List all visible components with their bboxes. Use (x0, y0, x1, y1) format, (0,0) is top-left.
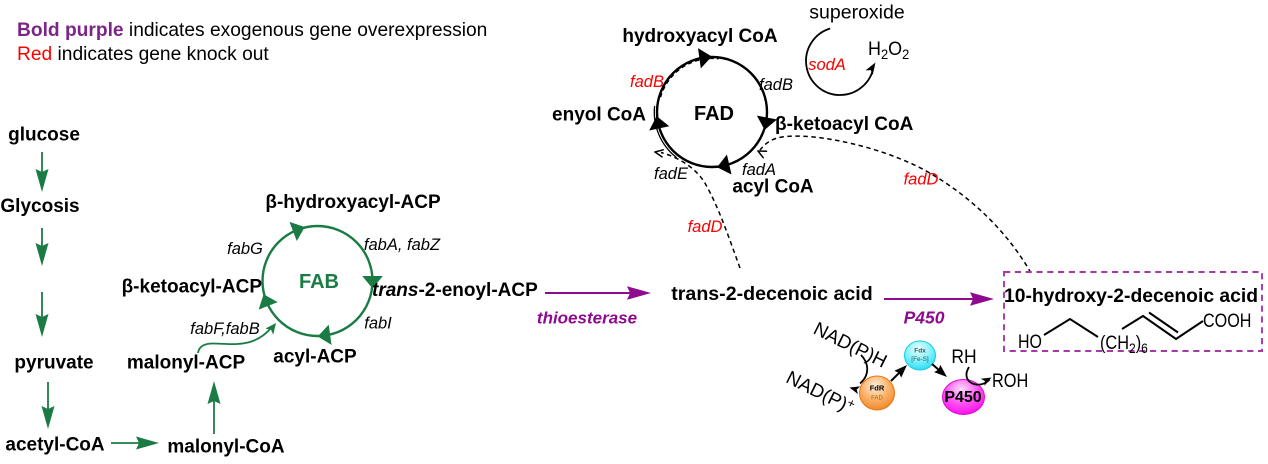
svg-text:fabI: fabI (364, 315, 392, 333)
svg-text:malonyl-ACP: malonyl-ACP (127, 353, 246, 374)
svg-text:fadD: fadD (904, 171, 939, 189)
svg-text:fadB: fadB (630, 73, 664, 91)
svg-text:fadA: fadA (742, 161, 776, 179)
svg-text:fabF,fabB: fabF,fabB (190, 320, 259, 338)
svg-text:FAB: FAB (299, 271, 339, 293)
svg-text:β-ketoacyl-ACP: β-ketoacyl-ACP (122, 277, 263, 298)
svg-text:trans-2-decenoic acid: trans-2-decenoic acid (671, 283, 872, 305)
svg-text:P450: P450 (944, 389, 981, 406)
svg-text:H2O2: H2O2 (868, 37, 909, 62)
svg-text:fadD: fadD (688, 218, 723, 236)
svg-text:trans-2-enoyl-ACP: trans-2-enoyl-ACP (372, 280, 538, 301)
svg-text:thioesterase: thioesterase (537, 309, 637, 328)
svg-text:Fdx: Fdx (914, 348, 926, 355)
svg-text:(CH2)6: (CH2)6 (1100, 332, 1148, 356)
svg-text:FAD: FAD (871, 396, 883, 402)
svg-text:fabA, fabZ: fabA, fabZ (364, 236, 441, 254)
svg-text:fadE: fadE (654, 165, 689, 183)
svg-text:P450: P450 (904, 308, 945, 328)
svg-text:fabG: fabG (227, 240, 263, 258)
svg-text:RH: RH (951, 345, 976, 367)
svg-text:malonyl-CoA: malonyl-CoA (167, 437, 284, 458)
svg-text:Bold purple indicates exogenou: Bold purple indicates exogenous gene ove… (17, 20, 487, 41)
svg-text:acetyl-CoA: acetyl-CoA (5, 435, 105, 456)
svg-text:superoxide: superoxide (809, 2, 904, 24)
svg-text:Glycosis: Glycosis (0, 196, 79, 217)
svg-text:10-hydroxy-2-decenoic acid: 10-hydroxy-2-decenoic acid (1004, 286, 1258, 307)
svg-text:HO: HO (1018, 331, 1042, 353)
svg-text:acyl-ACP: acyl-ACP (273, 347, 357, 368)
svg-text:fadB: fadB (759, 76, 793, 94)
svg-text:[Fe-S]: [Fe-S] (911, 356, 929, 363)
svg-text:acyl CoA: acyl CoA (732, 177, 814, 198)
svg-text:pyruvate: pyruvate (14, 353, 93, 374)
svg-text:glucose: glucose (8, 125, 80, 146)
svg-text:hydroxyacyl CoA: hydroxyacyl CoA (622, 26, 777, 47)
svg-text:ROH: ROH (992, 370, 1028, 391)
svg-text:enyol CoA: enyol CoA (552, 105, 646, 126)
svg-text:sodA: sodA (808, 56, 846, 74)
svg-text:β-ketoacyl CoA: β-ketoacyl CoA (775, 114, 914, 135)
svg-text:β-hydroxyacyl-ACP: β-hydroxyacyl-ACP (265, 192, 441, 213)
svg-text:Red indicates gene knock out: Red indicates gene knock out (17, 44, 269, 65)
svg-text:FAD: FAD (694, 103, 734, 125)
svg-text:FdR: FdR (870, 384, 885, 393)
svg-text:COOH: COOH (1203, 310, 1251, 332)
